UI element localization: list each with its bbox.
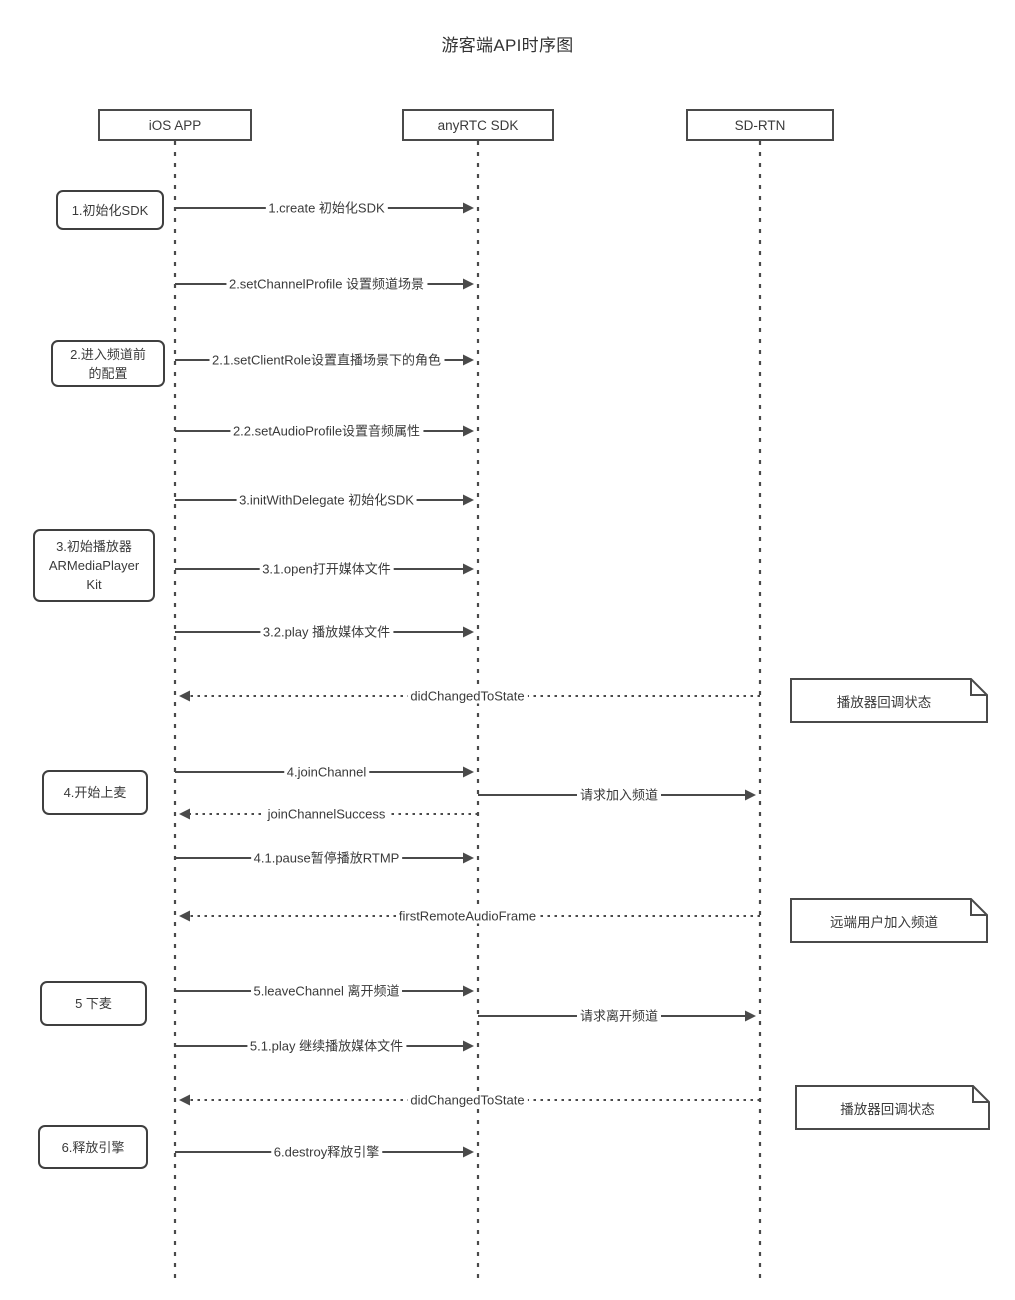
actor-label: iOS APP bbox=[148, 117, 202, 133]
message-label-msg-destroy: 6.destroy释放引擎 bbox=[270, 1144, 383, 1160]
note-shape bbox=[790, 898, 988, 943]
arrowhead-msg-did-changed-to-state-1 bbox=[179, 690, 190, 702]
arrowhead-msg-request-leave-channel bbox=[745, 1010, 756, 1022]
note-label: 2.进入频道前的配置 bbox=[70, 346, 146, 381]
arrowhead-msg-destroy bbox=[463, 1146, 474, 1158]
note-body bbox=[790, 898, 988, 943]
note-start-mic[interactable]: 4.开始上麦 bbox=[42, 770, 148, 815]
page-title: 游客端API时序图 bbox=[441, 36, 574, 55]
message-label-msg-request-join-channel: 请求加入频道 bbox=[576, 787, 662, 803]
note-label: 4.开始上麦 bbox=[63, 785, 127, 800]
message-label-msg-leave-channel: 5.leaveChannel 离开频道 bbox=[250, 983, 403, 999]
arrowhead-msg-join-channel bbox=[463, 766, 474, 778]
arrowhead-msg-join-channel-success bbox=[179, 808, 190, 820]
note-shape bbox=[795, 1085, 990, 1130]
actor-box-sdk[interactable]: anyRTC SDK bbox=[402, 109, 554, 141]
arrowhead-msg-leave-channel bbox=[463, 985, 474, 997]
message-label-msg-join-channel: 4.joinChannel bbox=[283, 764, 370, 780]
message-label-msg-join-channel-success: joinChannelSuccess bbox=[264, 806, 389, 822]
arrowhead-msg-request-join-channel bbox=[745, 789, 756, 801]
arrowhead-msg-set-audio-profile bbox=[463, 425, 474, 437]
message-label-msg-set-audio-profile: 2.2.setAudioProfile设置音频属性 bbox=[229, 423, 424, 439]
note-body bbox=[795, 1085, 990, 1130]
message-label-msg-play: 3.2.play 播放媒体文件 bbox=[259, 624, 394, 640]
arrowhead-msg-play bbox=[463, 626, 474, 638]
arrowhead-msg-play-resume bbox=[463, 1040, 474, 1052]
message-label-msg-create: 1.create 初始化SDK bbox=[265, 200, 388, 216]
arrowhead-msg-open bbox=[463, 563, 474, 575]
note-label: 5 下麦 bbox=[75, 996, 112, 1011]
arrowhead-msg-create bbox=[463, 202, 474, 214]
note-fold-corner bbox=[970, 679, 987, 696]
note-label: 6.释放引擎 bbox=[61, 1139, 125, 1155]
note-label: 播放器回调状态 bbox=[836, 694, 932, 710]
message-label-msg-did-changed-to-state-1: didChangedToState bbox=[407, 688, 528, 704]
arrowhead-msg-init-with-delegate bbox=[463, 494, 474, 506]
message-label-msg-play-resume: 5.1.play 继续播放媒体文件 bbox=[246, 1038, 407, 1054]
message-label-msg-first-remote-audio-frame: firstRemoteAudioFrame bbox=[395, 908, 540, 924]
arrowhead-msg-first-remote-audio-frame bbox=[179, 910, 190, 922]
message-label-msg-set-channel-profile: 2.setChannelProfile 设置频道场景 bbox=[225, 276, 428, 292]
note-label: 1.初始化SDK bbox=[71, 202, 149, 218]
note-label: 播放器回调状态 bbox=[840, 1101, 935, 1117]
message-label-msg-open: 3.1.open打开媒体文件 bbox=[259, 561, 394, 577]
arrowhead-msg-set-channel-profile bbox=[463, 278, 474, 290]
note-shape bbox=[790, 678, 988, 723]
note-init-sdk[interactable]: 1.初始化SDK bbox=[56, 190, 164, 230]
note-player-callback-1[interactable]: 播放器回调状态 bbox=[790, 678, 988, 723]
note-label: 远端用户加入频道 bbox=[830, 914, 938, 930]
message-label-msg-request-leave-channel: 请求离开频道 bbox=[576, 1008, 662, 1024]
arrowhead-msg-pause bbox=[463, 852, 474, 864]
message-label-msg-set-client-role: 2.1.setClientRole设置直播场景下的角色 bbox=[209, 352, 444, 368]
note-fold-corner bbox=[972, 1086, 989, 1103]
note-fold-corner bbox=[970, 899, 987, 916]
message-label-msg-did-changed-to-state-2: didChangedToState bbox=[407, 1092, 528, 1108]
note-release-engine[interactable]: 6.释放引擎 bbox=[38, 1125, 148, 1169]
note-pre-join-config[interactable]: 2.进入频道前的配置 bbox=[51, 340, 165, 387]
actor-label: SD-RTN bbox=[734, 117, 786, 133]
note-player-callback-2[interactable]: 播放器回调状态 bbox=[795, 1085, 990, 1130]
arrowhead-msg-set-client-role bbox=[463, 354, 474, 366]
actor-label: anyRTC SDK bbox=[437, 117, 519, 133]
note-body bbox=[790, 678, 988, 723]
message-label-msg-pause: 4.1.pause暂停播放RTMP bbox=[250, 850, 403, 866]
actor-box-rtn[interactable]: SD-RTN bbox=[686, 109, 834, 141]
message-label-msg-init-with-delegate: 3.initWithDelegate 初始化SDK bbox=[236, 492, 417, 508]
arrowhead-msg-did-changed-to-state-2 bbox=[179, 1094, 190, 1106]
note-remote-user-join[interactable]: 远端用户加入频道 bbox=[790, 898, 988, 943]
actor-box-app[interactable]: iOS APP bbox=[98, 109, 252, 141]
note-stop-mic[interactable]: 5 下麦 bbox=[40, 981, 147, 1026]
